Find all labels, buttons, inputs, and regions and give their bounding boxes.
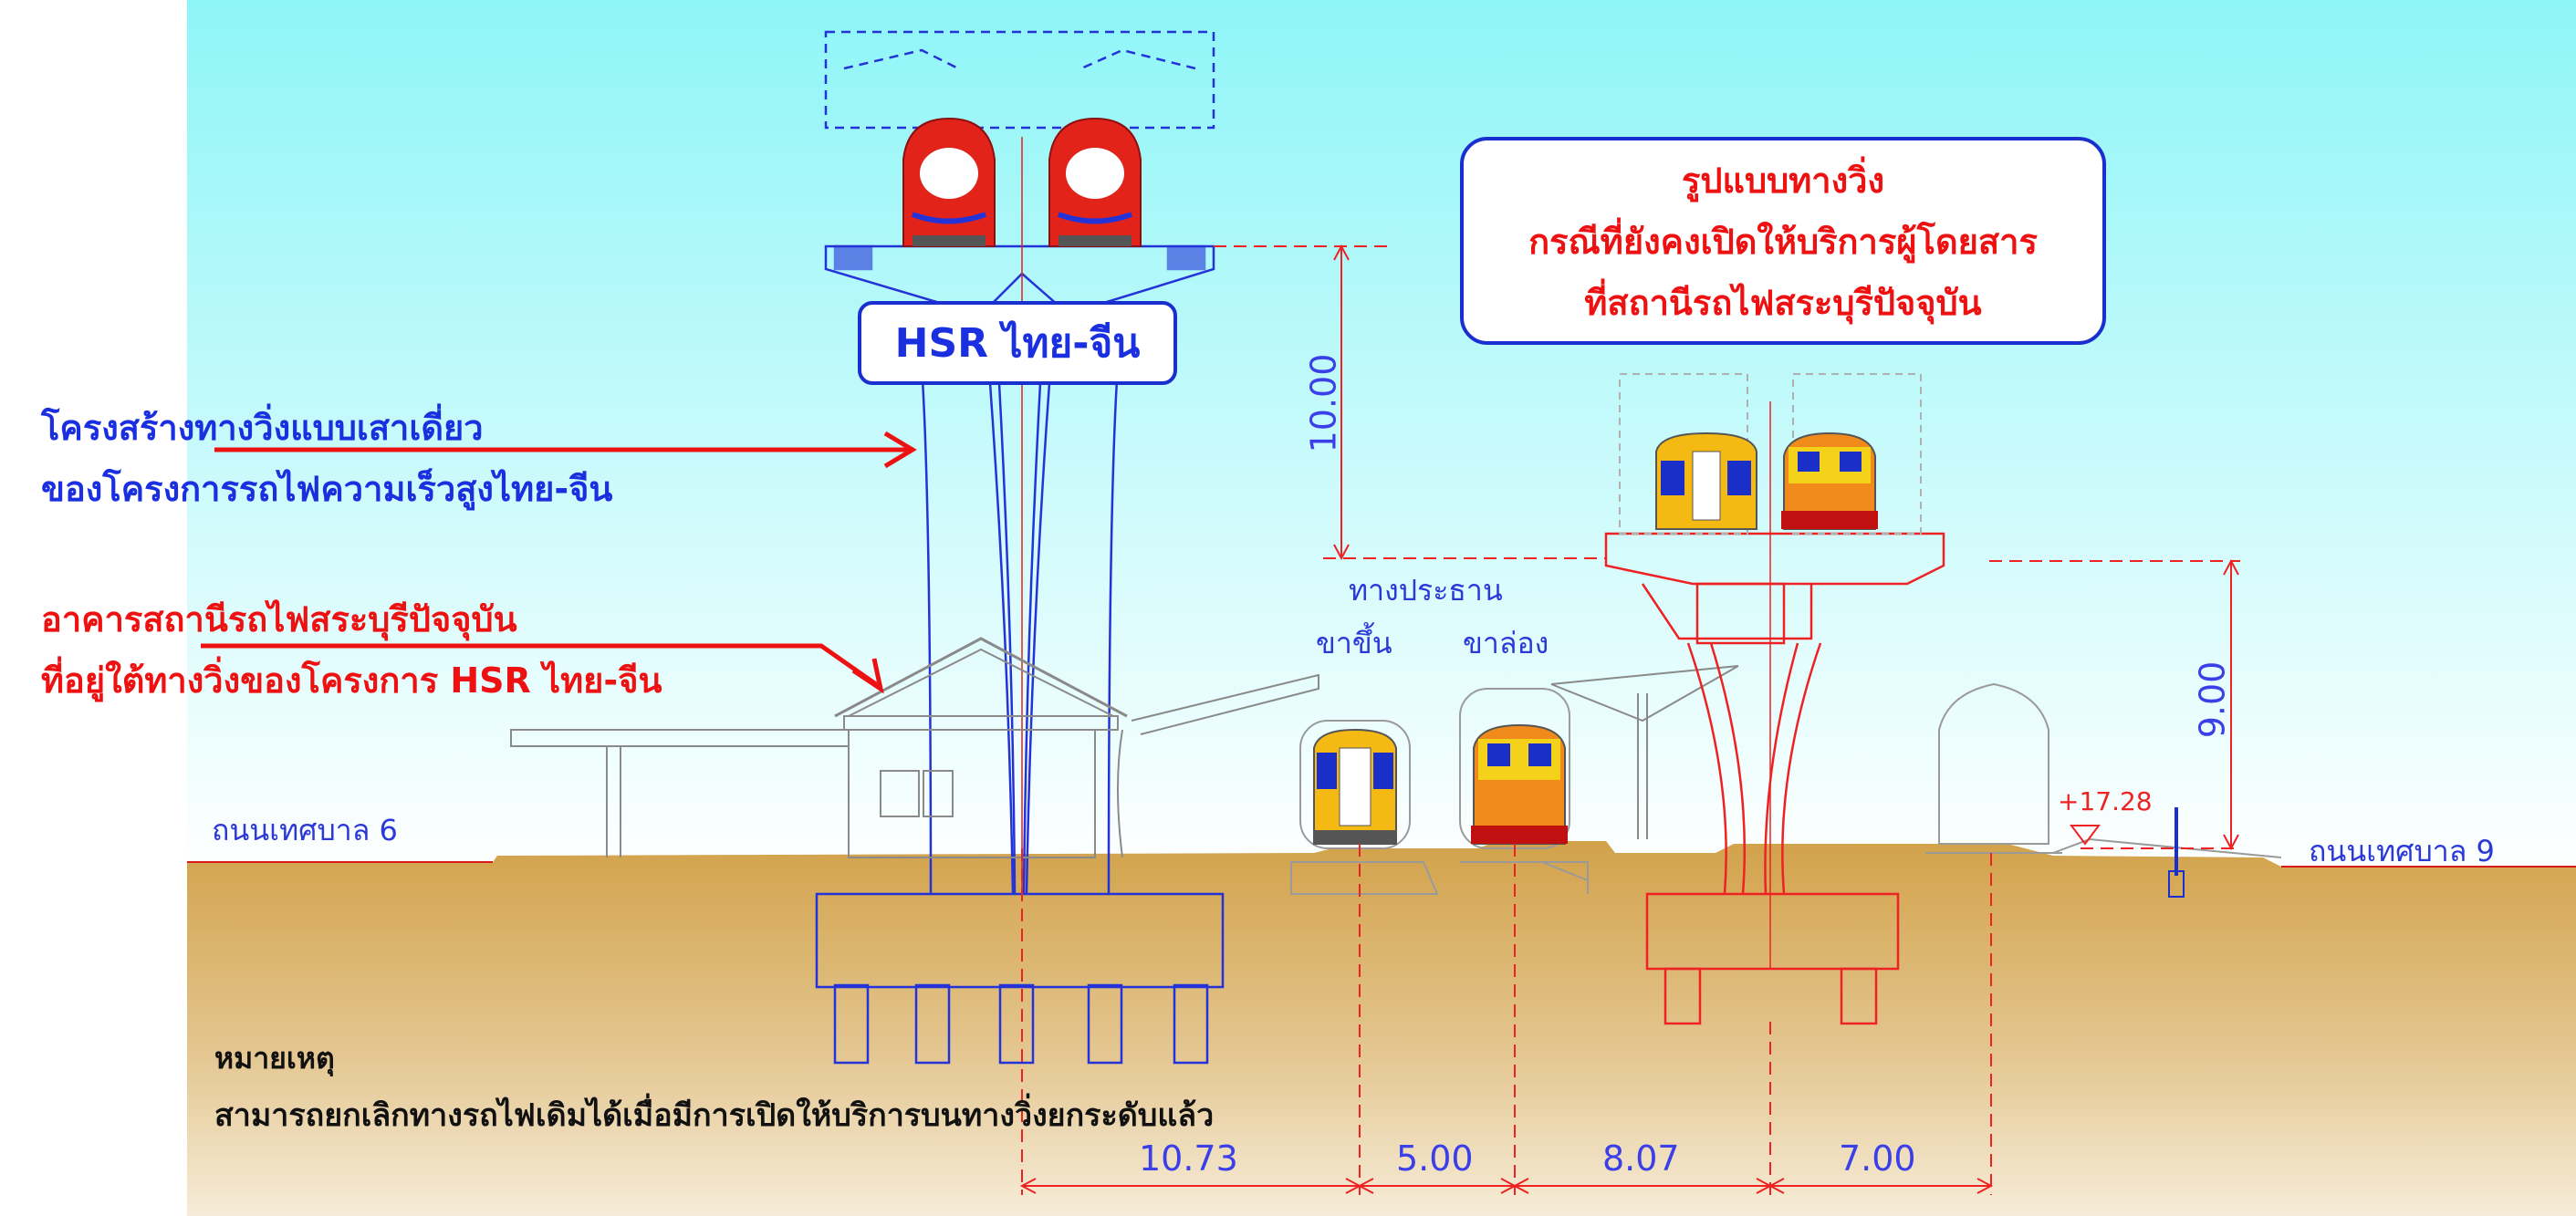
pier-annotation-line-1: โครงสร้างทางวิ่งแบบเสาเดี่ยว bbox=[41, 408, 484, 448]
dimension-lines bbox=[1019, 244, 2240, 1195]
track-down-label: ขาล่อง bbox=[1463, 626, 1549, 660]
hsr-trains bbox=[902, 117, 1142, 894]
dim-horizontal-3: 8.07 bbox=[1602, 1138, 1680, 1179]
note-title: หมายเหตุ bbox=[214, 1041, 335, 1076]
elevated-pile-cap bbox=[1645, 892, 1900, 971]
dim-vertical-hsr: 10.00 bbox=[1303, 353, 1344, 453]
road-left-label: ถนนเทศบาล 6 bbox=[212, 813, 398, 847]
title-line-2: กรณีที่ยังคงเปิดให้บริการผู้โดยสาร bbox=[1528, 221, 2038, 262]
note-body: สามารถยกเลิกทางรถไฟเดิมได้เมื่อมีการเปิด… bbox=[214, 1097, 1215, 1134]
hsr-pile-cap bbox=[815, 892, 1225, 989]
pier-right-edge bbox=[1107, 364, 1120, 895]
title-box: รูปแบบทางวิ่ง กรณีที่ยังคงเปิดให้บริการผ… bbox=[1460, 137, 2106, 345]
track-up-label: ขาขึ้น bbox=[1316, 626, 1392, 660]
hsr-label: HSR ไทย-จีน bbox=[894, 320, 1141, 367]
elevated-trains bbox=[1655, 431, 1878, 530]
hsr-catenary-envelope bbox=[824, 30, 1215, 130]
pier-annotation-line-2: ของโครงการรถไฟความเร็วสูงไทย-จีน bbox=[41, 469, 613, 509]
hsr-label-box: HSR ไทย-จีน bbox=[858, 301, 1177, 385]
station-annotation-line-1: อาคารสถานีรถไฟสระบุรีปัจจุบัน bbox=[41, 599, 517, 639]
track-bases bbox=[1290, 861, 1589, 895]
existing-trains bbox=[1299, 688, 1570, 849]
annotation-arrows bbox=[201, 431, 917, 694]
title-line-1: รูปแบบทางวิ่ง bbox=[1681, 160, 1885, 201]
dim-horizontal-4: 7.00 bbox=[1839, 1138, 1916, 1179]
hsr-structure bbox=[815, 30, 1225, 1065]
pier-left-edge bbox=[920, 364, 933, 895]
dim-vertical-elevated: 9.00 bbox=[2192, 660, 2233, 739]
road-right-label: ถนนเทศบาล 9 bbox=[2309, 834, 2495, 868]
left-margin bbox=[0, 0, 187, 1216]
title-line-3: ที่สถานีรถไฟสระบุรีปัจจุบัน bbox=[1584, 282, 1982, 323]
track-main-label: ทางประธาน bbox=[1349, 573, 1503, 608]
station-annotation-line-2: ที่อยู่ใต้ทางวิ่งของโครงการ HSR ไทย-จีน bbox=[41, 660, 662, 701]
road-marker-right bbox=[2168, 807, 2185, 898]
ground bbox=[187, 841, 2576, 1216]
dim-horizontal-2: 5.00 bbox=[1396, 1138, 1474, 1179]
dim-horizontal-1: 10.73 bbox=[1139, 1138, 1238, 1179]
elevated-structure bbox=[1604, 401, 1945, 1025]
station-building bbox=[510, 637, 1739, 858]
hsr-deck bbox=[824, 244, 1215, 307]
elevated-deck bbox=[1604, 532, 1945, 586]
level-mark: +17.28 bbox=[2058, 786, 2153, 816]
